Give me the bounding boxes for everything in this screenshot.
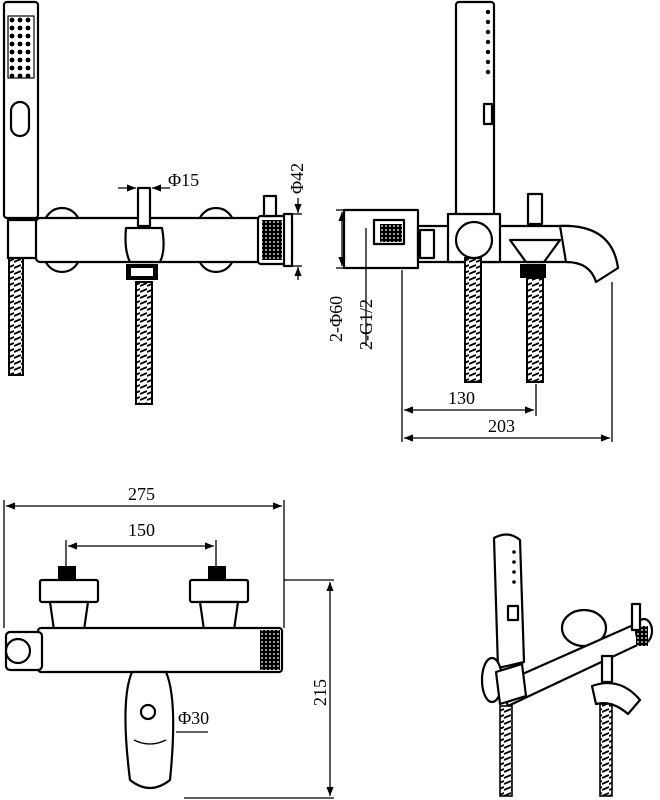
dim-d42: Φ42 — [287, 163, 307, 194]
side-bath-hose — [526, 277, 544, 383]
dim-d150: 150 — [128, 520, 155, 540]
dim-d215: 215 — [310, 679, 330, 706]
shower-hose — [8, 254, 24, 376]
iso-bath-hose — [599, 703, 613, 797]
isometric-view — [480, 533, 654, 797]
top-spout — [124, 670, 175, 790]
top-knurled-thermostat — [260, 630, 280, 670]
dim-d203: 203 — [488, 416, 515, 436]
dim-d30: Φ30 — [178, 708, 209, 728]
side-view: 2-Φ60 2-G1/2 130 203 — [326, 0, 620, 442]
side-lever — [526, 192, 544, 226]
knurled-thermostat — [262, 220, 282, 260]
dim-d275: 275 — [128, 484, 155, 504]
hand-shower — [2, 0, 40, 220]
bath-hose — [135, 281, 153, 405]
iso-hand-shower — [492, 533, 526, 670]
side-spout — [558, 224, 620, 284]
iso-shower-hose — [499, 705, 513, 797]
dim-d130: 130 — [448, 388, 475, 408]
dim-d60: 2-Φ60 — [326, 296, 346, 342]
dim-d15: Φ15 — [168, 170, 199, 190]
dim-g12: 2-G1/2 — [356, 299, 376, 350]
top-view: 275 150 Φ30 215 — [3, 484, 334, 799]
top-mixer-body — [36, 626, 284, 674]
front-view: Φ15 Φ42 — [2, 0, 307, 405]
side-shower-hose — [464, 257, 482, 383]
